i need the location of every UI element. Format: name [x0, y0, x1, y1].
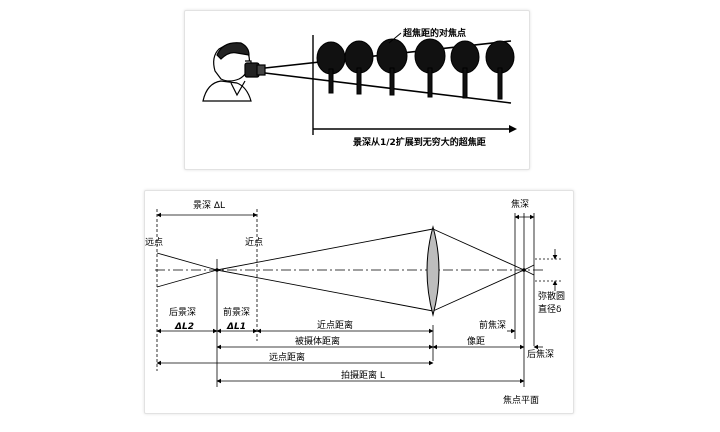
tree-icon — [450, 40, 480, 99]
hyperfocal-point-label: 超焦距的对焦点 — [402, 27, 466, 39]
front-dof-label: 前景深 — [223, 306, 250, 318]
near-point-label: 近点 — [245, 236, 263, 248]
tree-icon — [316, 41, 346, 94]
rear-dof-symbol: ΔL2 — [174, 322, 194, 332]
convex-lens — [426, 225, 440, 317]
distance-axis — [312, 35, 517, 135]
depth-of-field-diagram: 景深 ΔL 焦深 远点 近点 后景深 前景深 ΔL2 ΔL1 近点距离 前焦深 … — [145, 198, 565, 406]
guide-lines — [156, 209, 563, 387]
photographer-figure — [202, 42, 266, 102]
image-point-dot — [522, 268, 526, 272]
rear-depth-of-focus-label: 后焦深 — [527, 348, 554, 360]
focus-point-dot — [215, 268, 219, 272]
image-distance-label: 像距 — [467, 335, 485, 347]
hyperfocal-caption: 景深从1/2扩展到无穷大的超焦距 — [353, 136, 486, 148]
shooting-distance-label: 拍摄距离 L — [341, 369, 385, 381]
rear-dof-label: 后景深 — [169, 307, 196, 318]
depth-of-field-diagram-panel: 景深 ΔL 焦深 远点 近点 后景深 前景深 ΔL2 ΔL1 近点距离 前焦深 … — [144, 190, 574, 414]
light-rays — [156, 228, 535, 312]
dof-label: 景深 ΔL — [193, 200, 225, 211]
far-point-label: 远点 — [145, 237, 163, 248]
focal-plane-label: 焦点平面 — [503, 394, 539, 406]
tree-icon — [344, 40, 374, 95]
depth-of-focus-label: 焦深 — [511, 198, 529, 210]
tree-row — [316, 38, 515, 100]
tree-icon — [414, 38, 446, 98]
subject-distance-label: 被摄体距离 — [295, 335, 340, 347]
hyperfocal-pointer — [388, 32, 402, 44]
tree-icon — [485, 40, 515, 100]
hyperfocal-illustration-panel: 超焦距的对焦点 景深从1/2扩展到无穷大的超焦距 — [184, 10, 530, 170]
circle-of-confusion-label: 弥散圆 — [538, 290, 565, 302]
front-dof-symbol: ΔL1 — [226, 322, 246, 332]
front-depth-of-focus-label: 前焦深 — [479, 319, 506, 331]
far-point-distance-label: 远点距离 — [269, 351, 305, 363]
tree-icon — [376, 38, 408, 96]
near-point-distance-label: 近点距离 — [317, 319, 353, 331]
hyperfocal-illustration: 超焦距的对焦点 景深从1/2扩展到无穷大的超焦距 — [202, 27, 517, 148]
diameter-delta-label: 直径δ — [538, 303, 562, 315]
